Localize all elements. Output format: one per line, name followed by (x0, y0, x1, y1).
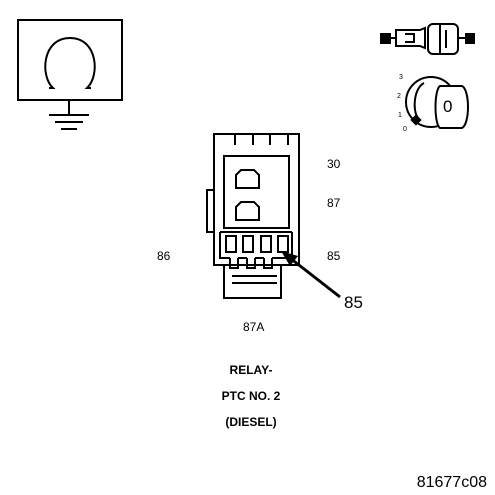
relay-connector (206, 133, 300, 299)
pin-label-87: 87 (327, 196, 341, 210)
caption-line-1: RELAY- (230, 363, 273, 377)
ignition-switch-icon (405, 76, 469, 129)
connector-icon (380, 23, 475, 55)
caption-line-2: PTC NO. 2 (222, 389, 281, 403)
pin-label-86: 86 (157, 249, 171, 263)
ohmmeter-icon (17, 19, 123, 130)
callout-label-85: 85 (344, 293, 363, 312)
pin-label-87a: 87A (243, 320, 264, 334)
caption-line-3: (DIESEL) (225, 415, 276, 429)
pin-label-85: 85 (327, 249, 341, 263)
callout-arrow (281, 251, 341, 299)
figure-id: 81677c08 (417, 474, 487, 491)
ignition-pos-2: 2 (397, 93, 401, 100)
ignition-pos-1: 1 (398, 112, 402, 119)
ignition-pos-0: 0 (403, 126, 407, 133)
ignition-pos-3: 3 (399, 74, 403, 81)
pin-label-30: 30 (327, 157, 341, 171)
ignition-key-label: 0 (443, 97, 452, 116)
